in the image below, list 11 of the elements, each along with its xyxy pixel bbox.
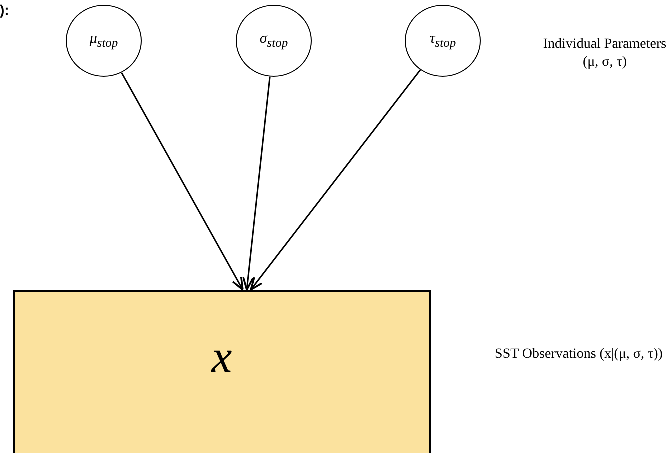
annotation-text: ): — [0, 2, 10, 20]
annotation-text: Individual Parameters (μ, σ, τ) — [542, 36, 668, 71]
observation-box — [13, 290, 431, 453]
parameter-label: σ$_{stop}$ — [260, 31, 288, 51]
arrow — [121, 72, 244, 291]
arrow — [250, 70, 422, 291]
annotation-text: SST Observations (x|(μ, σ, τ)) — [494, 346, 664, 364]
arrow — [242, 76, 271, 291]
parameter-label: μ$_{stop}$ — [90, 31, 118, 51]
parameter-label: τ$_{stop}$ — [430, 31, 456, 51]
variable-label: x — [212, 330, 232, 383]
